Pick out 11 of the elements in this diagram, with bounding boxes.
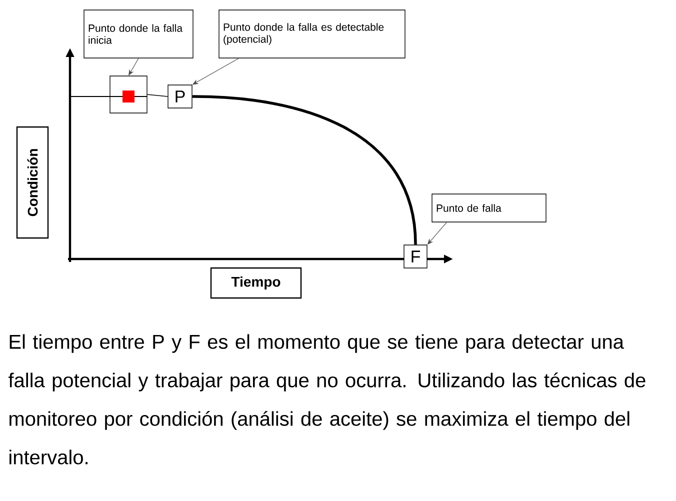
axis-label: Tiempo [210, 267, 302, 299]
caption-text: El tiempo entre P y F es el momento que se tiene para detectar una falla potencial y trabajar para que no ocurra. Utilizando las técnicas de monitoreo por condición (análisi de aceite) se maximiza el tiempo del intervalo. [8, 334, 646, 464]
callout-box: Punto donde la falla inicia [84, 10, 194, 58]
callout-box: Punto donde la falla es detectable (potencial) [218, 10, 406, 58]
point-box: P [168, 84, 192, 108]
line [146, 94, 168, 97]
point-box: F [404, 244, 428, 268]
callout-box: Punto de falla [432, 194, 546, 222]
curve [192, 95, 417, 245]
axis-label: Condición [16, 126, 49, 239]
marker-box [110, 76, 148, 114]
